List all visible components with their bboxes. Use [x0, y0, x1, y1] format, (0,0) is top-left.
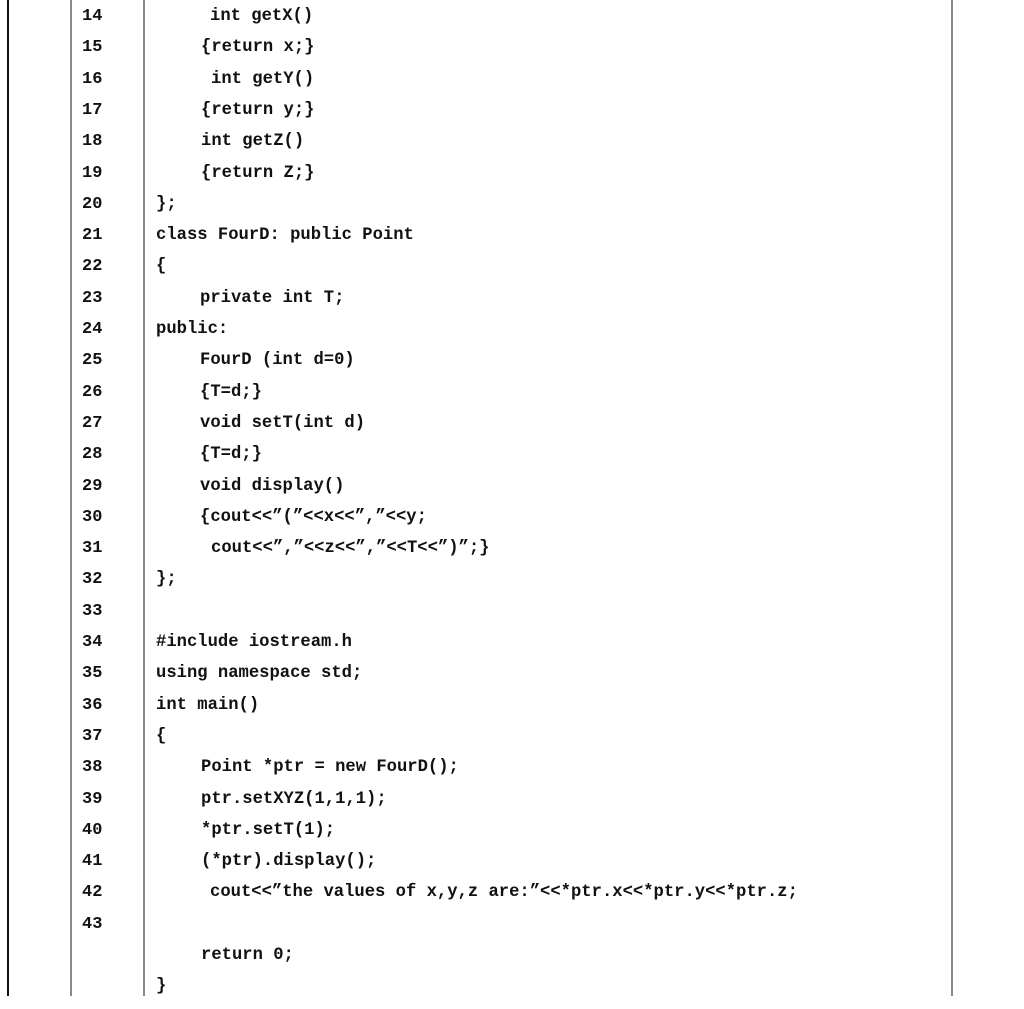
code-line: 26 {T=d;} [0, 383, 1024, 414]
code-text: {cout<<”(”<<x<<”,”<<y; [200, 507, 427, 527]
code-text: { [156, 726, 167, 746]
code-line: 25 FourD (int d=0) [0, 351, 1024, 382]
line-number: 43 [82, 914, 103, 934]
code-text: Point *ptr = new FourD(); [201, 758, 459, 778]
line-number: 36 [82, 695, 103, 715]
code-text: cout<<”the values of x,y,z are:”<<*ptr.x… [210, 883, 798, 903]
code-line: 17 {return y;} [0, 101, 1024, 132]
code-line: 23 private int T; [0, 289, 1024, 320]
code-line: 15 {return x;} [0, 38, 1024, 69]
line-number: 18 [82, 132, 103, 152]
code-line: 22 { [0, 257, 1024, 288]
line-number: 39 [82, 789, 103, 809]
line-number: 19 [82, 163, 103, 183]
code-text: private int T; [200, 288, 345, 308]
code-text: int getX() [210, 7, 314, 26]
line-number: 30 [82, 507, 103, 527]
code-line: 31 cout<<”,”<<z<<”,”<<T<<”)”;} [0, 539, 1024, 570]
code-text: class FourD: public Point [156, 226, 414, 246]
code-text: int getY() [211, 69, 315, 89]
code-line: 18 int getZ() [0, 132, 1024, 163]
code-text: }; [156, 570, 177, 590]
line-number: 27 [82, 413, 103, 433]
line-number: 20 [82, 194, 103, 214]
code-text: }; [156, 194, 177, 214]
code-text: { [156, 257, 167, 277]
code-line: 37 { [0, 727, 1024, 758]
code-line: 35 using namespace std; [0, 664, 1024, 695]
line-number-column-left-border [70, 0, 72, 996]
code-text: *ptr.setT(1); [201, 820, 336, 840]
code-line: 28 {T=d;} [0, 445, 1024, 476]
code-text: {T=d;} [200, 382, 262, 402]
code-line: 24 public: [0, 320, 1024, 351]
code-text: using namespace std; [156, 664, 363, 684]
code-line: 29 void display() [0, 477, 1024, 508]
code-line: 39 ptr.setXYZ(1,1,1); [0, 790, 1024, 821]
line-number: 40 [82, 820, 103, 840]
line-number: 17 [82, 100, 103, 120]
line-number: 28 [82, 445, 103, 465]
line-number: 29 [82, 476, 103, 496]
line-number: 15 [82, 38, 103, 58]
code-text: void display() [200, 476, 345, 496]
line-number: 25 [82, 351, 103, 371]
code-line: 27 void setT(int d) [0, 414, 1024, 445]
code-line: 21 class FourD: public Point [0, 226, 1024, 257]
code-text: return 0; [201, 946, 294, 965]
code-line: } [0, 977, 1024, 1008]
code-text: {return x;} [201, 38, 315, 58]
code-line: 34 #include iostream.h [0, 633, 1024, 664]
code-line: 30 {cout<<”(”<<x<<”,”<<y; [0, 508, 1024, 539]
code-line: 40 *ptr.setT(1); [0, 821, 1024, 852]
line-number: 24 [82, 320, 103, 339]
code-line: 19 {return Z;} [0, 164, 1024, 195]
code-column-right-border [951, 0, 953, 996]
code-line: 36 int main() [0, 696, 1024, 727]
line-number: 14 [82, 7, 103, 26]
code-text: public: [156, 320, 229, 339]
code-text: cout<<”,”<<z<<”,”<<T<<”)”;} [211, 539, 490, 559]
line-number: 26 [82, 382, 103, 402]
code-line: 42 cout<<”the values of x,y,z are:”<<*ptr… [0, 883, 1024, 914]
code-text: {T=d;} [200, 445, 262, 465]
code-text: FourD (int d=0) [200, 351, 355, 371]
table-outer-border [7, 0, 9, 996]
code-text: int getZ() [201, 132, 305, 152]
code-line: 33 [0, 602, 1024, 633]
line-number: 32 [82, 570, 103, 590]
line-number: 42 [82, 883, 103, 903]
line-number: 31 [82, 539, 103, 559]
line-number: 16 [82, 69, 103, 89]
code-text: {return y;} [201, 100, 315, 120]
line-number: 37 [82, 726, 103, 746]
code-column-left-border [143, 0, 145, 996]
line-number: 22 [82, 257, 103, 277]
code-text: {return Z;} [201, 163, 315, 183]
line-number: 21 [82, 226, 103, 246]
code-text: ptr.setXYZ(1,1,1); [201, 789, 387, 809]
code-line: 20}; [0, 195, 1024, 226]
code-line: 32}; [0, 570, 1024, 601]
line-number: 33 [82, 601, 103, 621]
code-text: #include iostream.h [156, 633, 352, 652]
line-number: 41 [82, 852, 103, 872]
code-text: int main() [156, 695, 260, 715]
line-number: 34 [82, 633, 103, 652]
code-text: } [156, 977, 167, 997]
code-line: 14 int getX() [0, 7, 1024, 38]
code-text: (*ptr).display(); [201, 852, 377, 872]
line-number: 38 [82, 758, 103, 778]
code-line: 38 Point *ptr = new FourD(); [0, 758, 1024, 789]
code-line: 16 int getY() [0, 70, 1024, 101]
line-number: 35 [82, 664, 103, 684]
code-line: 43 [0, 915, 1024, 946]
code-line: return 0; [0, 946, 1024, 977]
code-line: 41 (*ptr).display(); [0, 852, 1024, 883]
code-text: void setT(int d) [200, 413, 366, 433]
line-number: 23 [82, 288, 103, 308]
